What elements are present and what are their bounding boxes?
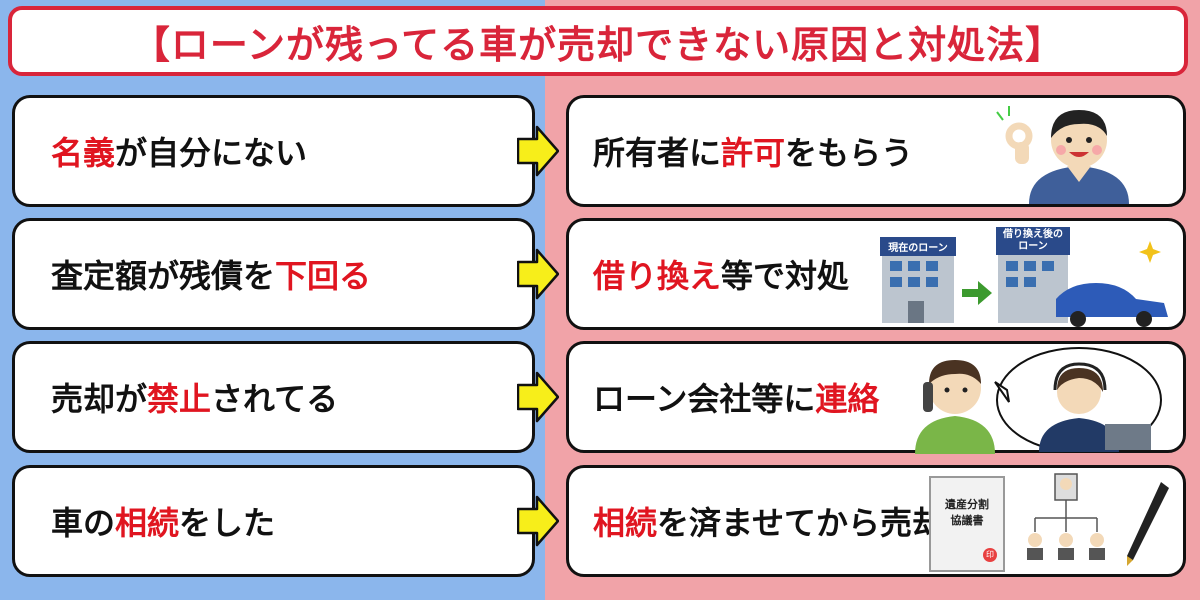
cause-text: 売却が禁止されてる: [51, 344, 338, 450]
cause-card: 査定額が残債を下回る: [12, 218, 535, 330]
solution-card: 相続を済ませてから売却 遺産分割 協議書 印: [566, 465, 1186, 577]
cause-segment: されてる: [211, 380, 339, 418]
document-icon: 遺産分割 協議書 印: [929, 476, 1005, 572]
solution-highlight: 相続: [593, 504, 658, 542]
solution-text: 所有者に許可をもらう: [593, 98, 913, 204]
family-tree-icon: [1027, 473, 1169, 566]
solution-highlight: 借り換え: [593, 257, 722, 295]
cause-highlight: 名義: [51, 134, 116, 172]
inheritance-illustration: 遺産分割 協議書 印: [929, 472, 1179, 576]
solution-text: 相続を済ませてから売却: [593, 468, 944, 574]
page-title: 【ローンが残ってる車が売却できない原因と対処法】: [131, 22, 1065, 67]
refinanced-label-line1: 借り換え後の: [1003, 229, 1063, 240]
solution-segment: 所有者に: [593, 134, 722, 172]
cause-highlight: 禁止: [147, 380, 212, 418]
cause-card: 名義が自分にない: [12, 95, 535, 207]
cause-segment: 査定額が残債を: [51, 257, 276, 295]
building-car-icon: [882, 241, 1168, 327]
right-arrow-icon: [517, 248, 559, 300]
solution-segment: 等で対処: [721, 257, 850, 295]
cause-highlight: 相続: [115, 504, 180, 542]
solution-segment: ローン会社等に: [593, 380, 816, 418]
cause-highlight: 下回る: [275, 257, 372, 295]
document-title-line2: 協議書: [950, 514, 984, 527]
refinance-illustration: 現在のローン 借り換え後の ローン: [874, 227, 1174, 327]
cause-card: 売却が禁止されてる: [12, 341, 535, 453]
right-arrow-icon: [517, 125, 559, 177]
cause-segment: 車の: [51, 504, 116, 542]
refinanced-label-line2: ローン: [1018, 241, 1048, 252]
refinanced-loan-label: 借り換え後の ローン: [996, 227, 1070, 255]
solution-card: 所有者に許可をもらう: [566, 95, 1186, 207]
title-banner: 【ローンが残ってる車が売却できない原因と対処法】: [8, 6, 1188, 76]
solution-segment: を済ませてから売却: [657, 504, 945, 542]
solution-text: ローン会社等に連絡: [593, 344, 879, 450]
solution-highlight: 許可: [721, 134, 786, 172]
solution-text: 借り換え等で対処: [593, 221, 849, 327]
cause-text: 名義が自分にない: [51, 98, 307, 204]
solution-card: ローン会社等に連絡: [566, 341, 1186, 454]
current-loan-label: 現在のローン: [880, 237, 956, 256]
right-arrow-icon: [517, 371, 559, 423]
cause-segment: が自分にない: [115, 134, 308, 172]
solution-segment: をもらう: [785, 134, 914, 172]
document-title-line1: 遺産分割: [945, 498, 989, 511]
cause-card: 車の相続をした: [12, 465, 535, 577]
cause-segment: をした: [179, 504, 276, 542]
cause-text: 査定額が残債を下回る: [51, 221, 371, 327]
ok-sign-man-icon: [996, 106, 1129, 204]
solution-card: 借り換え等で対処 現在のローン 借り換え後の ローン: [566, 218, 1186, 330]
solution-highlight: 連絡: [815, 380, 880, 418]
phone-call-icon: [915, 347, 1162, 454]
right-arrow-icon: [517, 495, 559, 547]
cause-segment: 売却が: [51, 380, 148, 418]
cause-text: 車の相続をした: [51, 468, 275, 574]
stamp-icon: 印: [983, 548, 997, 562]
